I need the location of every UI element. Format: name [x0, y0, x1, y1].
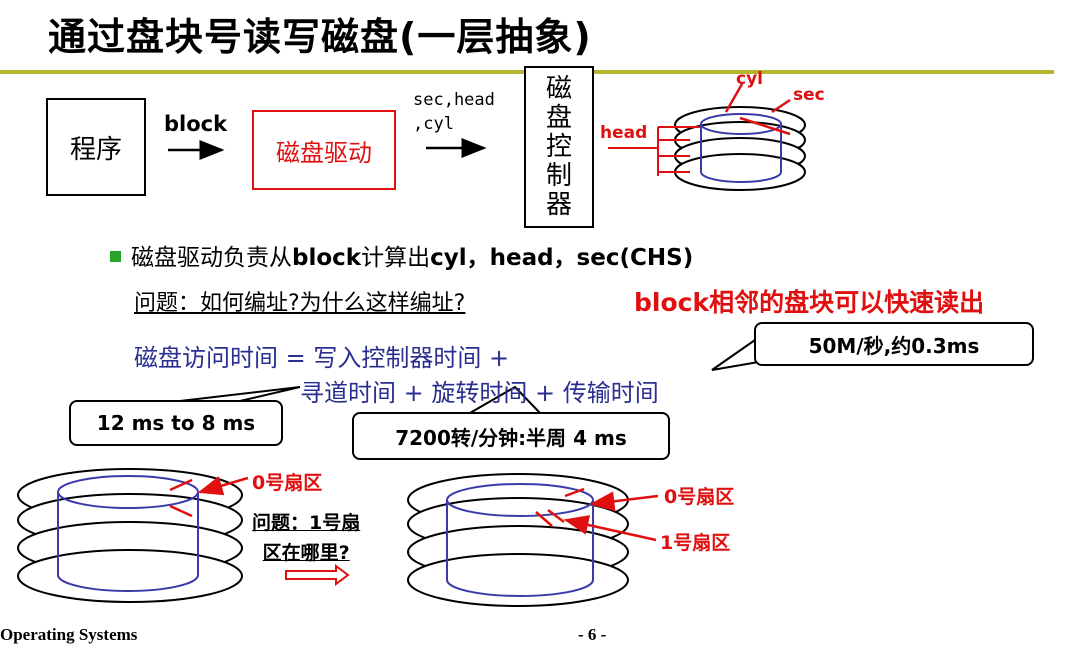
sector1-label-right: 1号扇区	[660, 532, 731, 554]
footer-course: Operating Systems	[0, 625, 138, 644]
sector0-marks-left	[169, 476, 249, 518]
cyl-sec-pointers	[724, 83, 791, 136]
cyl-label: cyl	[736, 69, 763, 89]
disk-stack-top	[674, 106, 806, 191]
sec-label: sec	[793, 85, 825, 105]
program-label: 程序	[69, 134, 122, 165]
answer-block: block	[634, 288, 710, 317]
cylinder-bottom-right	[446, 483, 594, 597]
addressing-answer: block相邻的盘块可以快速读出	[634, 283, 984, 319]
sector1-question-line2: 区在哪里?	[262, 542, 350, 564]
bullet-square-icon	[110, 251, 121, 262]
sector1-question-line1: 问题：1号扇	[252, 512, 361, 534]
transfer-time-callout: 50M/秒,约0.3ms	[754, 322, 1034, 366]
bullet-mid: 计算出	[361, 245, 431, 271]
hollow-arrow	[285, 564, 350, 586]
footer-page-number: - 6 -	[578, 625, 607, 644]
sector1-question: 问题：1号扇 区在哪里?	[252, 508, 360, 568]
disk-stack-bottom-right	[407, 473, 629, 607]
head-label: head	[600, 123, 647, 143]
answer-rest: 相邻的盘块可以快速读出	[709, 288, 985, 317]
rotation-time-callout: 7200转/分钟:半周 4 ms	[352, 412, 670, 460]
sector0-label-left: 0号扇区	[252, 472, 323, 494]
bullet-chs: cyl，head，sec(CHS)	[430, 245, 694, 271]
disk-driver-box: 磁盘驱动	[252, 110, 396, 190]
bullet-prefix: 磁盘驱动负责从	[131, 245, 292, 271]
head-brackets	[608, 126, 700, 176]
bullet-block: block	[292, 245, 362, 271]
disk-controller-box: 磁 盘 控 制 器	[524, 66, 594, 228]
access-time-line1: 磁盘访问时间 = 写入控制器时间 +	[134, 344, 510, 372]
disk-driver-label: 磁盘驱动	[276, 138, 372, 167]
chs-bullet: 磁盘驱动负责从block计算出cyl，head，sec(CHS)	[110, 238, 693, 272]
sector0-label-right: 0号扇区	[664, 486, 735, 508]
sec-head-cyl-label: sec,head ,cyl	[413, 90, 495, 134]
program-box: 程序	[46, 98, 146, 196]
seek-time-callout: 12 ms to 8 ms	[69, 400, 283, 446]
slide-title: 通过盘块号读写磁盘(一层抽象)	[48, 15, 592, 59]
block-label: block	[164, 112, 228, 136]
access-time-line2: 寻道时间 + 旋转时间 + 传输时间	[300, 379, 659, 407]
disk-controller-label: 磁 盘 控 制 器	[545, 73, 572, 220]
addressing-question: 问题：如何编址?为什么这样编址?	[134, 291, 466, 316]
sector-marks-right	[535, 487, 659, 542]
